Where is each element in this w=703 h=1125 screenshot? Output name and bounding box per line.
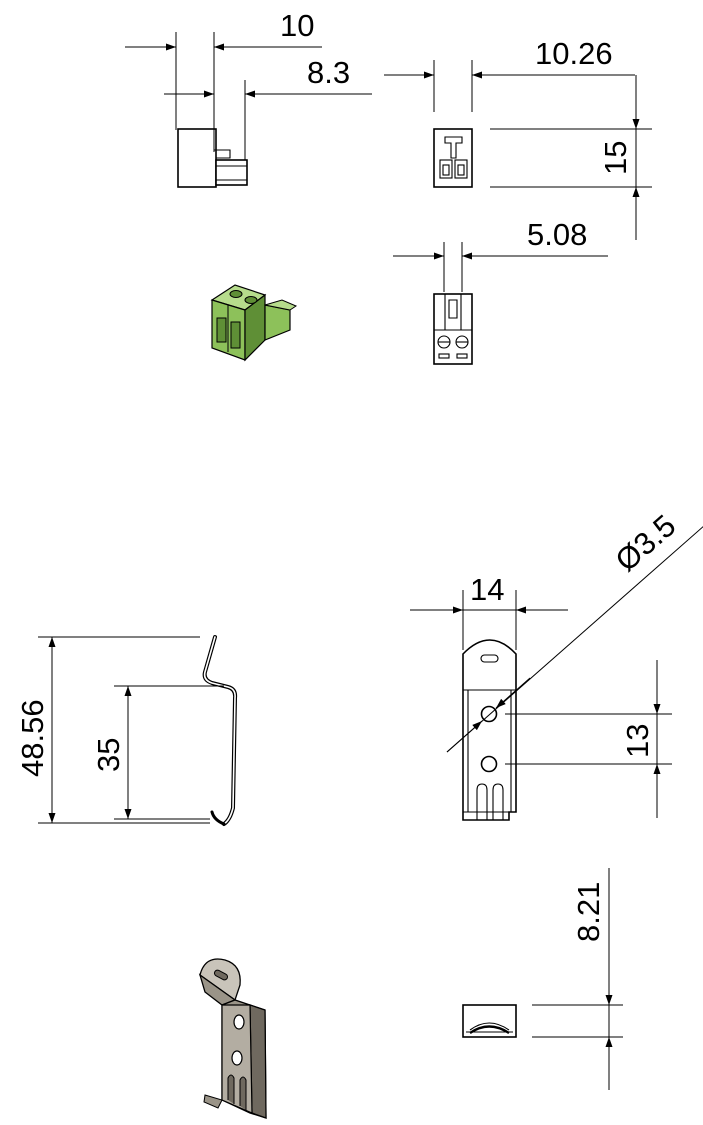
dim-label-15: 15 xyxy=(598,141,633,175)
dim-bracket-thickness: 8.21 xyxy=(532,868,623,1090)
clip-side-profile xyxy=(202,635,238,826)
dim-hole-spacing: 13 xyxy=(505,660,672,818)
dim-connector-depth-body: 8.3 xyxy=(164,55,372,98)
dim-label-48-56: 48.56 xyxy=(15,699,50,777)
dim-label-14: 14 xyxy=(470,572,504,607)
connector-top-view xyxy=(433,293,473,365)
bracket-bottom-view xyxy=(462,1004,517,1038)
bracket-front-view xyxy=(462,639,517,821)
dim-label-35: 35 xyxy=(91,738,126,772)
connector-front-view xyxy=(433,128,473,188)
dim-label-10-26: 10.26 xyxy=(535,36,613,71)
dim-label-10: 10 xyxy=(280,8,314,43)
dim-connector-depth-total: 10 xyxy=(125,8,322,152)
dim-label-8-21: 8.21 xyxy=(571,882,606,942)
bracket-3d-view xyxy=(198,958,267,1119)
dim-bracket-width: 14 xyxy=(410,572,568,650)
dim-connector-width: 10.26 xyxy=(384,36,635,112)
dim-clip-height-total: 48.56 xyxy=(15,636,210,824)
dim-label-diameter-3-5: Ø3.5 xyxy=(609,508,683,579)
connector-3d-view xyxy=(210,284,298,362)
dim-connector-height: 15 xyxy=(490,75,652,240)
dim-rail-height: 35 xyxy=(91,685,224,820)
dim-label-5-08: 5.08 xyxy=(527,217,587,252)
dim-label-13: 13 xyxy=(620,724,655,758)
connector-side-view xyxy=(177,80,248,188)
dim-label-8-3: 8.3 xyxy=(307,55,350,90)
dim-pitch: 5.08 xyxy=(393,217,608,292)
